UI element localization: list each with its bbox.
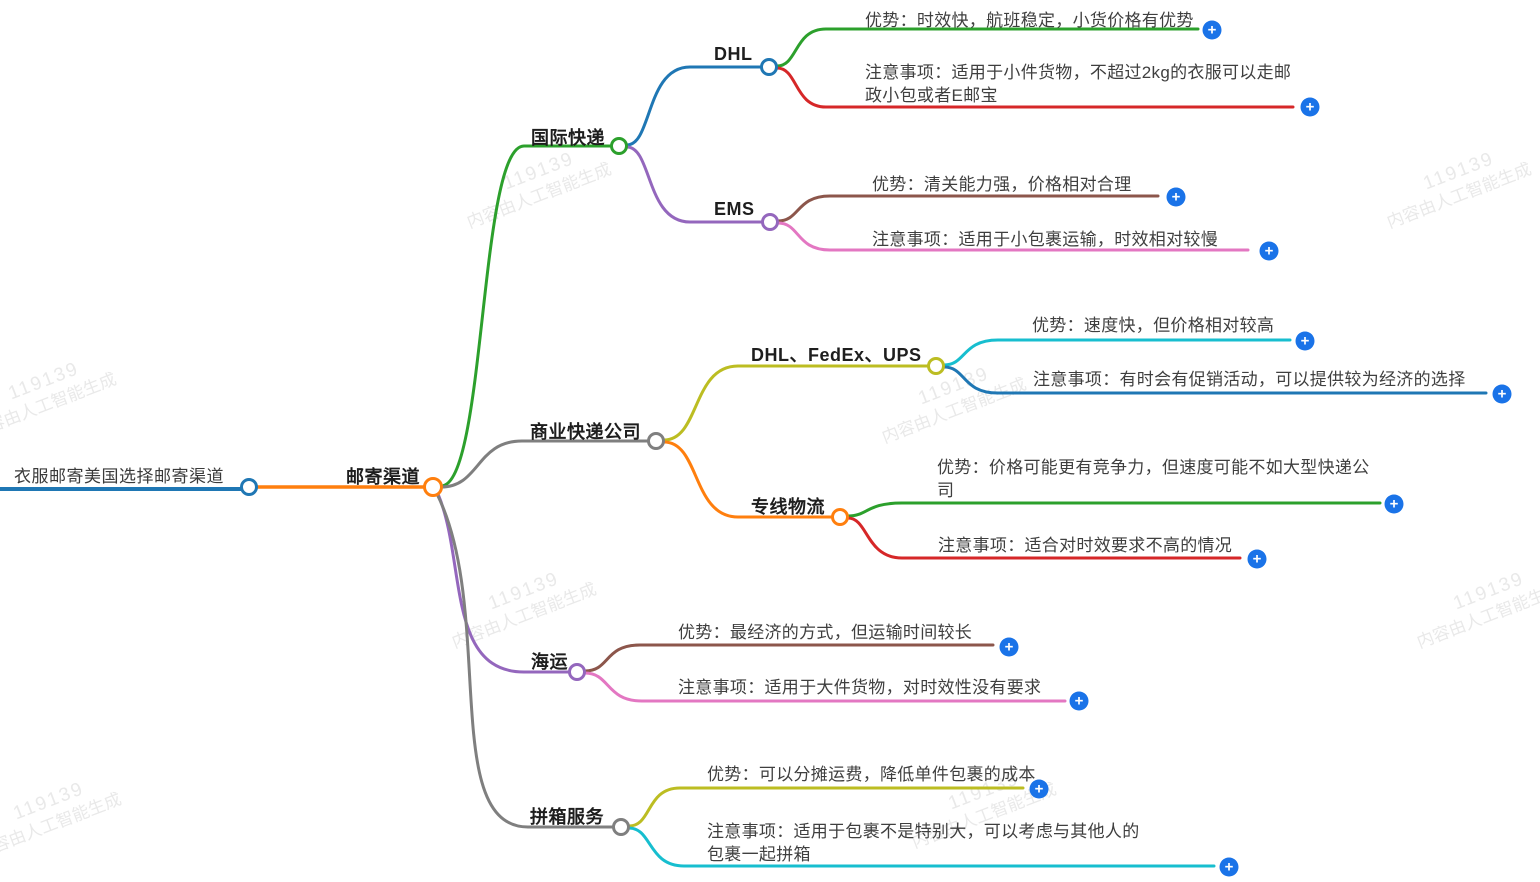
edge-ups [662, 364, 930, 442]
node-label-dhl: DHL [714, 44, 753, 64]
expand-icon-dhl-note[interactable]: + [1300, 97, 1320, 117]
leaf-text-dhl-note: 注意事项：适用于小件货物，不超过2kg的衣服可以走邮 政小包或者E邮宝 [865, 63, 1292, 105]
edge-ems-note [776, 221, 1250, 252]
node-label-ems: EMS [714, 199, 755, 219]
node-toggle-ups[interactable] [927, 357, 945, 375]
edge-consolidation-pro [627, 786, 1025, 828]
edge-sea-note [583, 671, 1067, 703]
expand-icon-consolidation-pro[interactable]: + [1029, 779, 1049, 799]
leaf-text-dhl-pro: 优势：时效快，航班稳定，小货价格有优势 [865, 11, 1194, 30]
expand-icon-dedicated-pro[interactable]: + [1384, 494, 1404, 514]
edge-dhl-pro [775, 27, 1200, 68]
expand-icon-ups-note[interactable]: + [1492, 384, 1512, 404]
node-label-dedicated: 专线物流 [751, 497, 825, 517]
edge-consolidation-note [627, 826, 1216, 868]
node-label-sea: 海运 [531, 652, 568, 672]
expand-icon-sea-note[interactable]: + [1069, 691, 1089, 711]
leaf-text-ems-pro: 优势：清关能力强，价格相对合理 [872, 175, 1132, 194]
edge-dedicated-pro [846, 501, 1382, 518]
edge-consolidation [435, 492, 615, 829]
node-toggle-sea[interactable] [568, 663, 586, 681]
edge-dedicated [662, 440, 834, 519]
leaf-text-ems-note: 注意事项：适用于小包裹运输，时效相对较慢 [872, 230, 1218, 249]
expand-icon-sea-pro[interactable]: + [999, 637, 1019, 657]
root-label: 衣服邮寄美国选择邮寄渠道 [14, 467, 224, 486]
node-toggle-ems[interactable] [761, 213, 779, 231]
expand-icon-ems-note[interactable]: + [1259, 241, 1279, 261]
leaf-text-dedicated-note: 注意事项：适合对时效要求不高的情况 [938, 536, 1233, 555]
edge-commercial [439, 439, 650, 489]
node-toggle-center[interactable] [423, 477, 443, 497]
leaf-text-sea-pro: 优势：最经济的方式，但运输时间较长 [678, 623, 973, 642]
node-label-intl-express: 国际快递 [531, 128, 605, 148]
leaf-text-consolidation-pro: 优势：可以分摊运费，降低单件包裹的成本 [707, 765, 1036, 784]
node-toggle-root[interactable] [240, 478, 258, 496]
node-label-consolidation: 拼箱服务 [530, 807, 604, 827]
edge-sea [436, 492, 571, 674]
node-label-commercial: 商业快递公司 [530, 422, 641, 442]
edge-sea-pro [583, 643, 995, 673]
node-label-center: 邮寄渠道 [346, 467, 420, 487]
expand-icon-ups-pro[interactable]: + [1295, 331, 1315, 351]
leaf-text-sea-note: 注意事项：适用于大件货物，对时效性没有要求 [678, 678, 1042, 697]
expand-icon-consolidation-note[interactable]: + [1219, 857, 1239, 877]
expand-icon-dhl-pro[interactable]: + [1202, 20, 1222, 40]
leaf-text-dedicated-pro: 优势：价格可能更有竞争力，但速度可能不如大型快递公 司 [937, 458, 1370, 500]
edge-dhl [625, 65, 763, 147]
node-toggle-dedicated[interactable] [831, 508, 849, 526]
node-toggle-dhl[interactable] [760, 58, 778, 76]
edge-dedicated-note [846, 516, 1242, 560]
node-toggle-consolidation[interactable] [612, 818, 630, 836]
leaf-text-ups-note: 注意事项：有时会有促销活动，可以提供较为经济的选择 [1033, 370, 1466, 389]
edge-dhl-note [775, 66, 1295, 109]
edge-ems [625, 145, 764, 224]
edge-ups-note [942, 365, 1488, 395]
leaf-text-ups-pro: 优势：速度快，但价格相对较高 [1032, 316, 1275, 335]
node-label-ups: DHL、FedEx、UPS [751, 345, 922, 365]
edge-ups-pro [942, 338, 1292, 367]
expand-icon-ems-pro[interactable]: + [1166, 187, 1186, 207]
node-toggle-intl-express[interactable] [610, 137, 628, 155]
node-toggle-commercial[interactable] [647, 432, 665, 450]
expand-icon-dedicated-note[interactable]: + [1247, 549, 1267, 569]
edge-intl-express [439, 144, 613, 488]
leaf-text-consolidation-note: 注意事项：适用于包裹不是特别大，可以考虑与其他人的 包裹一起拼箱 [707, 822, 1140, 864]
edge-ems-pro [776, 194, 1160, 223]
